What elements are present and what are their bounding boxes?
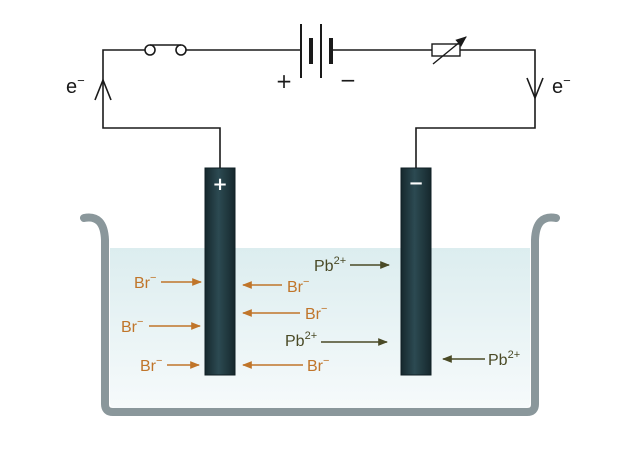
electron-label-left: e− — [66, 73, 85, 98]
cathode-sign: − — [408, 173, 423, 194]
battery-negative-label: − — [340, 68, 357, 92]
bromide-ion-label: Br− — [305, 303, 327, 323]
lead-ion-arrows — [321, 261, 485, 363]
electron-flow-arrow-icon — [526, 77, 544, 101]
bromide-ion-label: Br− — [307, 355, 329, 375]
bromide-ion-label: Br− — [134, 272, 156, 292]
bromide-ion-label: Br− — [121, 316, 143, 336]
battery-positive-label: + — [276, 69, 293, 93]
variable-resistor-icon — [431, 36, 467, 65]
bromide-ion-arrows — [149, 278, 303, 369]
lead-ion-label: Pb2+ — [285, 330, 317, 350]
beaker — [80, 213, 560, 416]
lead-ion-label: Pb2+ — [488, 349, 520, 369]
bromide-ion-label: Br− — [287, 276, 309, 296]
bromide-ion-label: Br− — [140, 355, 162, 375]
lead-ion-label: Pb2+ — [314, 255, 346, 275]
electron-flow-arrow-icon — [94, 77, 112, 101]
anode-electrode — [204, 167, 236, 376]
switch-icon — [144, 44, 187, 56]
circuit-wires — [102, 49, 536, 168]
anode-sign: + — [212, 174, 227, 195]
electron-label-right: e− — [552, 73, 571, 98]
battery-icon — [300, 24, 333, 78]
cathode-electrode — [400, 167, 432, 376]
